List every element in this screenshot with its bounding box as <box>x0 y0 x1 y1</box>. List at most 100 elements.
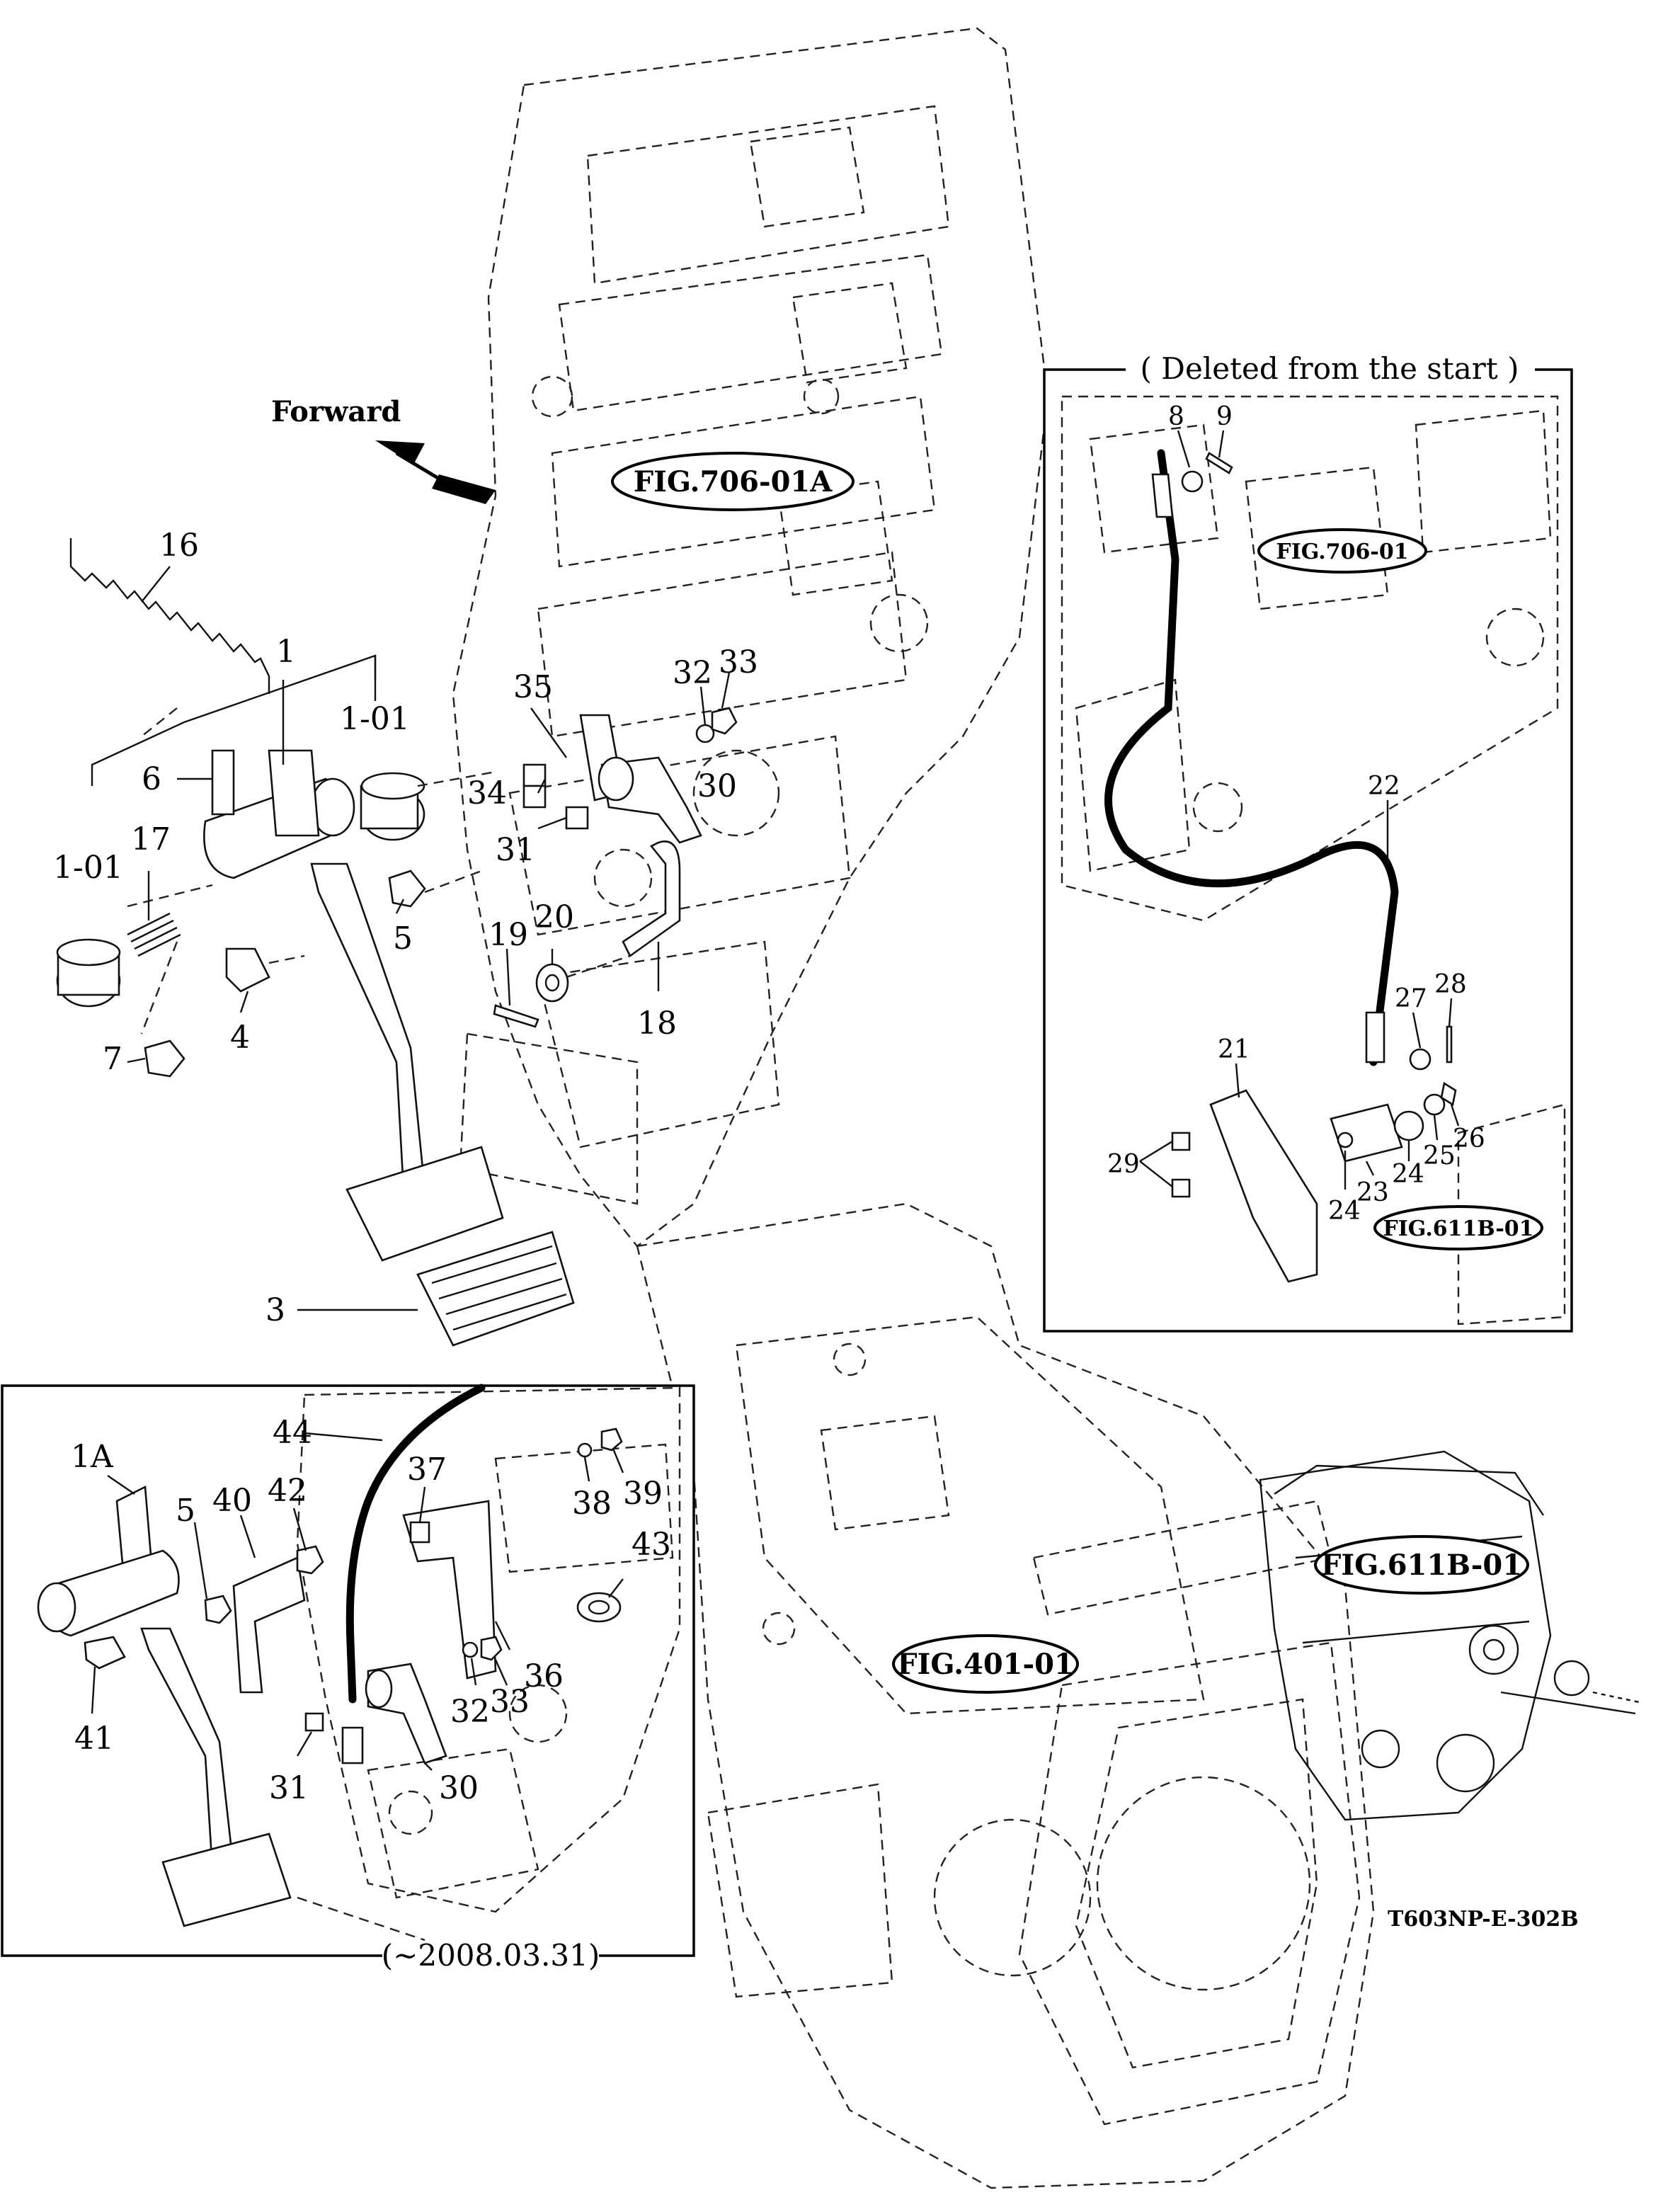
pedal-1a-pad <box>161 1832 292 1927</box>
inset-right-background <box>1061 395 1566 1325</box>
pin-9 <box>1205 452 1233 474</box>
callout-30: 30 <box>697 768 737 804</box>
nut-33 <box>711 707 738 735</box>
callout-18: 18 <box>637 1005 677 1042</box>
callout-43: 43 <box>632 1527 671 1563</box>
inset-left-callouts: 1A 5 40 42 44 37 38 39 43 41 31 30 32 33… <box>71 1415 671 1806</box>
callout-5: 5 <box>393 920 413 957</box>
callout-25: 25 <box>1423 1141 1456 1170</box>
bolt-29-b <box>1171 1178 1191 1198</box>
callout-6: 6 <box>142 761 161 797</box>
svg-text:FIG.611B-01: FIG.611B-01 <box>1321 1549 1522 1582</box>
fig-ref-706-01a: FIG.706-01A <box>611 452 855 511</box>
svg-text:FIG.401-01: FIG.401-01 <box>897 1648 1074 1681</box>
washer-25 <box>1423 1093 1446 1116</box>
nut-39 <box>600 1427 623 1452</box>
grommet-43 <box>576 1592 622 1623</box>
callout-3: 3 <box>265 1292 285 1328</box>
inset-left-leaders <box>91 1432 624 1771</box>
callout-16: 16 <box>159 528 199 564</box>
callout-20: 20 <box>535 899 574 935</box>
callout-42: 42 <box>268 1473 307 1509</box>
nut-5-old <box>204 1595 232 1624</box>
nut-5 <box>388 870 426 908</box>
drawing-code: T603NP-E-302B <box>1388 1907 1579 1932</box>
callout-21: 21 <box>1218 1035 1250 1064</box>
callout-26: 26 <box>1453 1124 1485 1153</box>
callout-29: 29 <box>1107 1150 1140 1179</box>
inset-deleted-from-start: ( Deleted from the start ) <box>1043 351 1573 1333</box>
linkage-parts <box>493 707 738 1028</box>
engine-block-outline <box>452 27 1049 1248</box>
cable-22 <box>1104 449 1399 1066</box>
bolt-34 <box>522 763 547 787</box>
pedal-bracket-1 <box>268 749 320 837</box>
transmission-case-outline <box>636 1202 1375 2189</box>
pin-26 <box>1440 1081 1457 1107</box>
callout-38: 38 <box>572 1486 612 1522</box>
washer-32-old <box>462 1641 479 1658</box>
washer-32 <box>695 724 715 743</box>
hose-18 <box>622 840 681 957</box>
washer-38 <box>577 1442 593 1458</box>
pin-19 <box>493 1004 539 1028</box>
callout-41: 41 <box>74 1721 114 1757</box>
nut-7 <box>144 1039 185 1078</box>
main-leaders <box>91 566 731 1311</box>
svg-text:FIG.611B-01: FIG.611B-01 <box>1383 1216 1533 1241</box>
bracket-36 <box>402 1500 497 1680</box>
callout-22: 22 <box>1368 772 1400 801</box>
cable-end-top <box>1151 473 1174 518</box>
fig-ref-706-01: FIG.706-01 <box>1257 528 1427 574</box>
connector-44 <box>341 1726 364 1764</box>
callout-32: 32 <box>673 655 712 691</box>
callout-1-01-upper: 1-01 <box>340 701 410 737</box>
callout-35: 35 <box>513 669 553 705</box>
callout-33-old: 33 <box>490 1684 530 1720</box>
callout-1-01-lower: 1-01 <box>53 850 123 886</box>
bolt-29-a <box>1171 1131 1191 1151</box>
callout-9: 9 <box>1216 402 1233 431</box>
callout-24b: 24 <box>1392 1160 1424 1189</box>
washer-24b <box>1337 1131 1354 1148</box>
callout-39: 39 <box>623 1476 663 1512</box>
svg-text:FIG.706-01: FIG.706-01 <box>1276 540 1408 564</box>
inset-right-leaders <box>1139 430 1460 1190</box>
inset-left-background <box>296 1386 681 1942</box>
callout-17: 17 <box>131 821 171 857</box>
callout-34: 34 <box>467 775 507 811</box>
callout-1: 1 <box>276 634 296 670</box>
callout-1a: 1A <box>71 1439 114 1475</box>
callout-28: 28 <box>1434 970 1467 999</box>
callout-19: 19 <box>488 917 528 953</box>
inset-old-version: (~2008.03.31) <box>1 1384 695 1973</box>
cable-end-bottom <box>1365 1011 1385 1064</box>
pedal-rubber-3 <box>416 1231 575 1347</box>
cable-44 <box>345 1384 486 1704</box>
bolt-6 <box>211 749 235 816</box>
callout-40: 40 <box>212 1483 252 1519</box>
roller-24 <box>1393 1110 1424 1141</box>
fig-ref-401-01: FIG.401-01 <box>892 1634 1079 1694</box>
pedal-pad <box>345 1146 504 1262</box>
callout-31-old: 31 <box>269 1770 309 1806</box>
callout-5-old: 5 <box>176 1493 195 1529</box>
callout-33: 33 <box>719 644 758 680</box>
callout-8: 8 <box>1168 402 1184 431</box>
old-version-note: (~2008.03.31) <box>382 1938 600 1973</box>
callout-37: 37 <box>407 1452 447 1488</box>
fig-ref-611b-01-inset: FIG.611B-01 <box>1373 1205 1543 1250</box>
svg-text:FIG.706-01A: FIG.706-01A <box>634 465 833 498</box>
inset-right-callouts: 8 9 22 28 27 21 29 24 23 24 25 26 <box>1107 402 1485 1226</box>
nut-42 <box>296 1545 324 1575</box>
bolt-41 <box>84 1636 126 1670</box>
main-callouts: 16 1 1-01 6 1-01 17 35 32 33 34 30 31 20… <box>53 528 758 1328</box>
washer-8 <box>1181 470 1204 493</box>
fig-ref-611b-01-main: FIG.611B-01 <box>1314 1535 1529 1595</box>
callout-23: 23 <box>1356 1178 1389 1207</box>
pin-28 <box>1446 1025 1453 1064</box>
bolt-37 <box>409 1521 430 1544</box>
callout-27: 27 <box>1395 984 1427 1013</box>
pedal-assembly <box>56 538 575 1347</box>
